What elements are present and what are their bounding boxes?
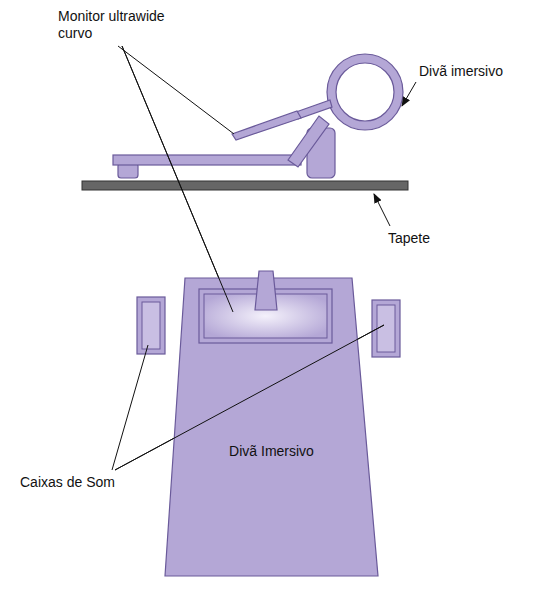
mat bbox=[82, 181, 408, 190]
pointer-arrow bbox=[402, 82, 416, 106]
part-label: Monitor ultrawide curvo bbox=[58, 8, 183, 42]
speaker-left bbox=[137, 297, 165, 354]
monitor-stand bbox=[255, 271, 277, 310]
backrest bbox=[288, 116, 329, 167]
seat bbox=[113, 155, 301, 165]
part-label: Tapete bbox=[388, 230, 430, 247]
couch-shape bbox=[165, 278, 378, 576]
part-label: Caixas de Som bbox=[20, 474, 115, 491]
speaker-right-face bbox=[377, 305, 395, 352]
part-label: Divã imersivo bbox=[419, 63, 503, 80]
ring-hole bbox=[336, 63, 394, 121]
leader-line bbox=[122, 46, 233, 312]
couch-outline bbox=[165, 271, 378, 576]
couch-group bbox=[115, 46, 384, 576]
speaker-right bbox=[372, 300, 400, 357]
pointer-arrow bbox=[374, 194, 390, 226]
monitor-arm bbox=[296, 100, 332, 119]
leader-line bbox=[122, 46, 233, 312]
leader-line bbox=[112, 345, 148, 470]
leader-line bbox=[118, 46, 234, 134]
node-label: Divã Imersivo bbox=[227, 443, 317, 460]
leader-line bbox=[115, 325, 384, 470]
monitor-side bbox=[232, 111, 301, 140]
speaker-left-face bbox=[142, 302, 160, 349]
couch-top-view: Divã Imersivo bbox=[165, 271, 378, 576]
ring-frame bbox=[327, 54, 403, 130]
